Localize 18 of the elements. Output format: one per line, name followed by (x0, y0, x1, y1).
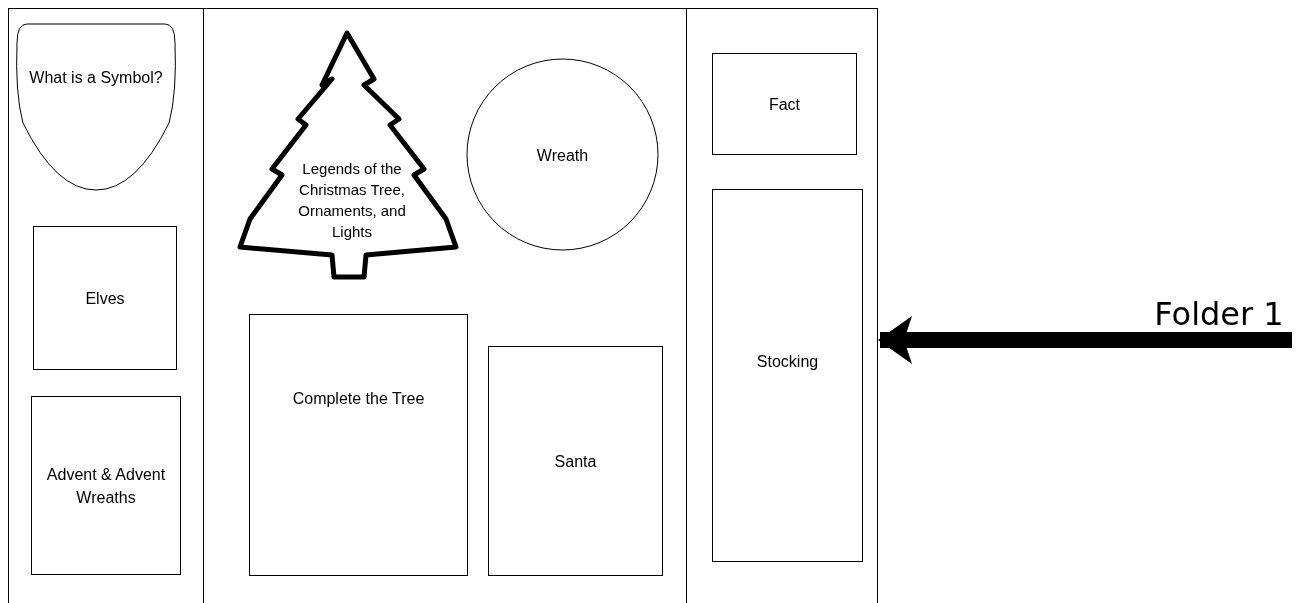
arrow (878, 316, 1292, 364)
label-box (249, 314, 468, 576)
folder-outline (8, 8, 878, 603)
section-label: Fact (767, 94, 802, 115)
section-label: Wreath (535, 145, 590, 165)
section-label: Advent & Advent Wreaths (45, 464, 167, 508)
section-label: Legends of the Christmas Tree, Ornaments, and Lights (297, 158, 407, 242)
section-label: What is a Symbol? (28, 67, 164, 88)
label-box (33, 226, 177, 370)
section-label: Stocking (755, 351, 820, 372)
folder-title: Folder 1 (1153, 294, 1285, 334)
section-label: Complete the Tree (291, 388, 426, 409)
label-box (31, 396, 181, 575)
section-label: Santa (553, 451, 598, 472)
section-label: Elves (84, 288, 126, 309)
label-box (712, 189, 863, 562)
label-box (712, 53, 857, 155)
label-box (488, 346, 663, 576)
